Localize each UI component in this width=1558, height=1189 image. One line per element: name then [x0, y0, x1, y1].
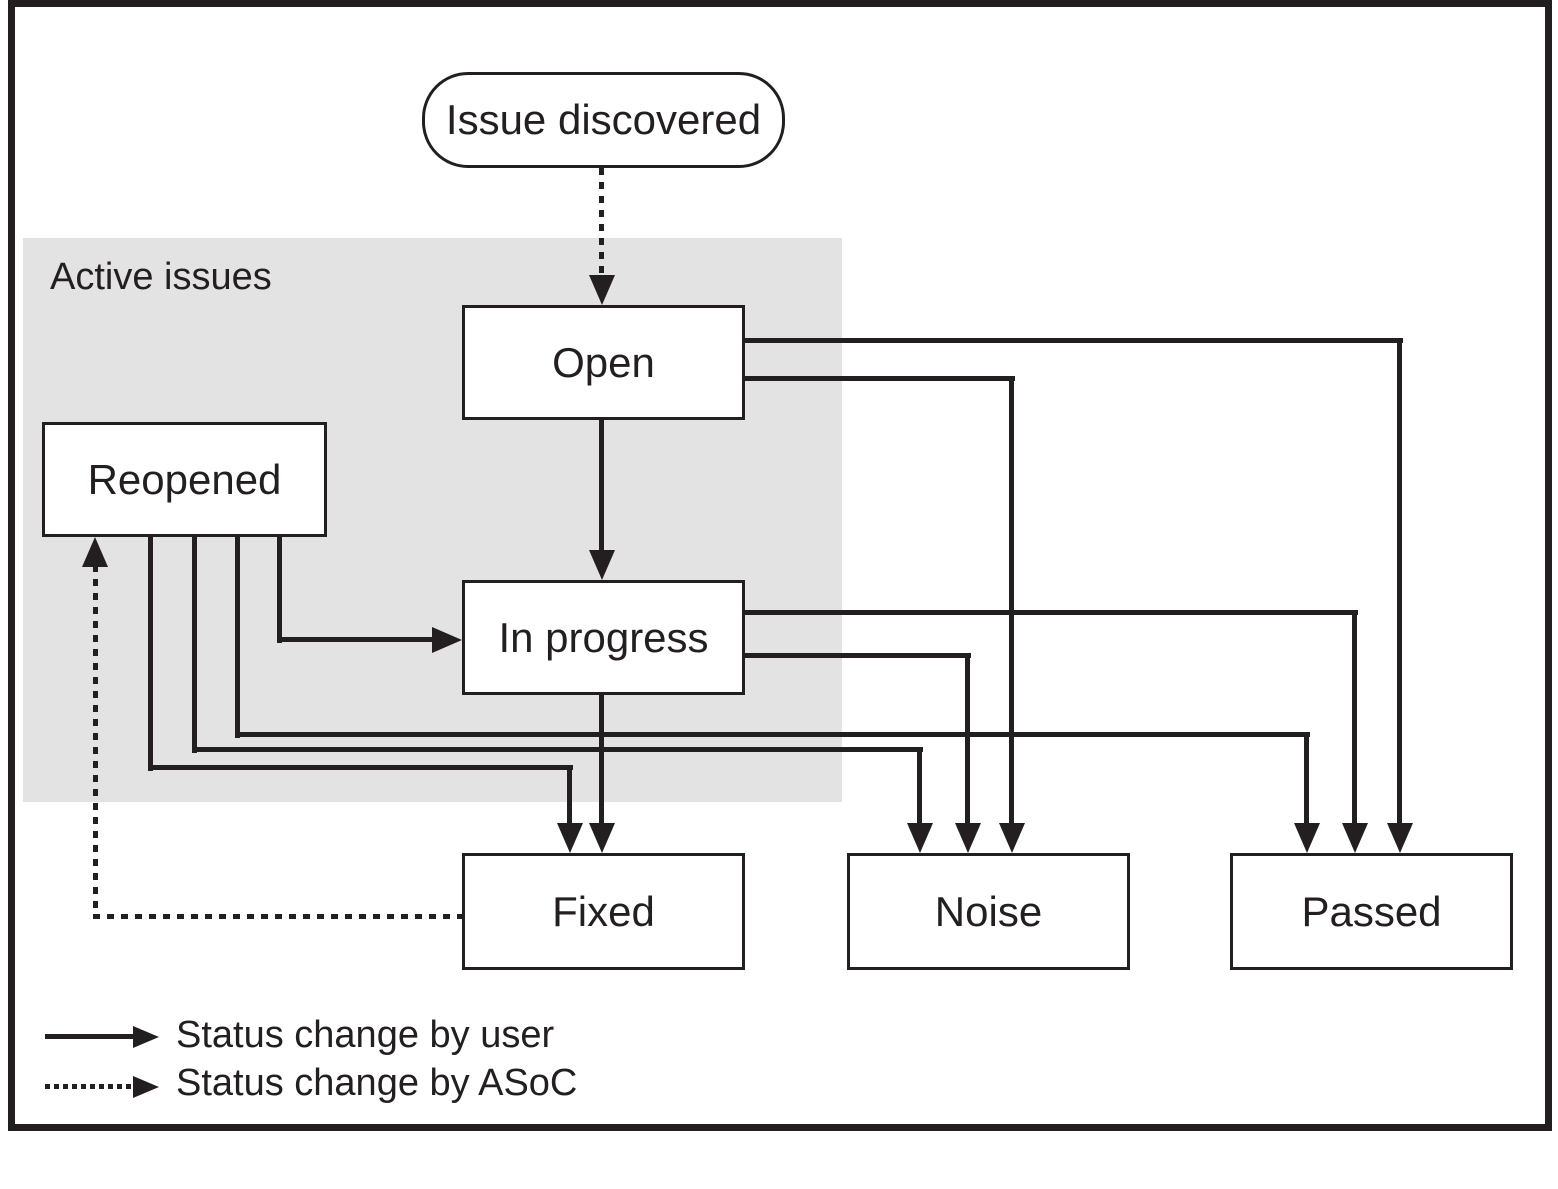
edge-open-to-passed-h [745, 338, 1403, 343]
node-passed: Passed [1230, 853, 1513, 970]
diagram-outer-frame [8, 0, 1552, 1131]
arrowhead-open-into-passed [1387, 823, 1413, 853]
arrowhead-open-into-noise [999, 823, 1025, 853]
node-issue-discovered-label: Issue discovered [445, 96, 762, 143]
node-noise-label: Noise [934, 887, 1043, 935]
edge-in-progress-to-passed-h [745, 610, 1358, 615]
edge-reopened-to-fixed-v1 [148, 537, 153, 771]
node-open-label: Open [552, 338, 655, 386]
edge-in-progress-to-passed-v [1352, 610, 1357, 827]
node-open: Open [462, 305, 745, 420]
node-fixed-label: Fixed [552, 887, 655, 935]
edge-fixed-to-reopened-h [93, 914, 462, 919]
edge-in-progress-to-noise-v [965, 653, 970, 827]
arrowhead-in-progress-into-passed [1342, 823, 1368, 853]
arrowhead-into-in-progress-top [589, 550, 615, 580]
node-in-progress-label: In progress [498, 613, 709, 661]
node-reopened-label: Reopened [87, 455, 282, 503]
edge-reopened-to-fixed-v2 [567, 765, 572, 827]
arrowhead-reopened-into-noise [907, 823, 933, 853]
edge-reopened-to-passed-h [235, 732, 1310, 737]
node-issue-discovered: Issue discovered [422, 72, 785, 168]
edge-in-progress-to-noise-h [745, 653, 971, 658]
arrowhead-reopened-into-fixed [557, 823, 583, 853]
node-fixed: Fixed [462, 853, 745, 970]
legend-dotted-arrowhead [133, 1076, 159, 1098]
edge-issue-discovered-to-open [599, 168, 604, 278]
arrowhead-in-progress-into-noise [955, 823, 981, 853]
arrowhead-into-in-progress-left [432, 627, 462, 653]
edge-open-to-passed-v [1397, 338, 1402, 827]
edge-open-to-noise-h [745, 376, 1015, 381]
active-issues-label: Active issues [50, 256, 272, 298]
edge-reopened-to-noise-v2 [917, 747, 922, 827]
legend-label-user: Status change by user [176, 1014, 555, 1056]
edge-open-to-in-progress [599, 420, 604, 552]
node-passed-label: Passed [1301, 887, 1442, 935]
node-noise: Noise [847, 853, 1130, 970]
edge-open-to-noise-v [1009, 376, 1014, 827]
arrowhead-reopened-into-passed [1294, 823, 1320, 853]
legend-solid-arrowhead [133, 1026, 159, 1048]
legend-dotted-arrow-line [45, 1084, 135, 1089]
edge-reopened-to-passed-v2 [1304, 732, 1309, 827]
edge-reopened-to-noise-v1 [192, 537, 197, 753]
edge-reopened-to-passed-v1 [235, 537, 240, 738]
legend-label-asoc: Status change by ASoC [176, 1062, 578, 1104]
node-in-progress: In progress [462, 580, 745, 695]
arrowhead-in-progress-into-fixed [589, 823, 615, 853]
arrowhead-into-reopened-bottom [82, 537, 108, 567]
node-reopened: Reopened [42, 422, 327, 537]
edge-reopened-to-fixed-h [148, 765, 573, 770]
legend-solid-arrow-line [45, 1034, 135, 1039]
arrowhead-into-open [589, 275, 615, 305]
edge-reopened-to-in-progress-h [277, 637, 435, 642]
edge-in-progress-to-fixed [599, 695, 604, 827]
edge-fixed-to-reopened-v [93, 565, 98, 917]
edge-reopened-to-noise-h [192, 747, 923, 752]
edge-reopened-to-in-progress-v [277, 537, 282, 643]
